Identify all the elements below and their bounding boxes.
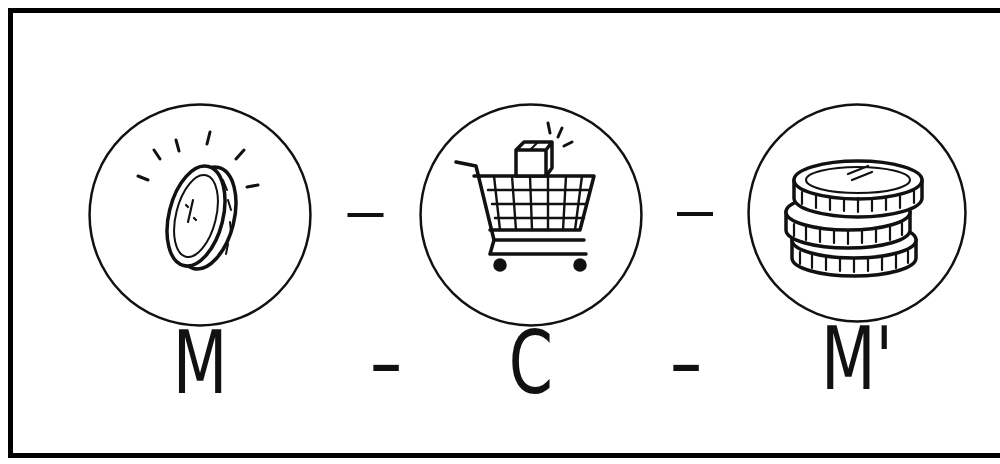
circle-shape: [421, 105, 642, 326]
node-label: C: [407, 319, 655, 407]
circle-node: M': [747, 103, 967, 323]
circle-outline: [419, 103, 643, 327]
circle-outline: [88, 103, 312, 327]
dash-label: –: [370, 318, 402, 406]
dash-label: –: [670, 318, 702, 406]
node-label: M: [76, 319, 324, 407]
circle-node: C: [419, 103, 643, 327]
circle-shape: [749, 105, 966, 322]
coin-stack: [786, 161, 922, 276]
single-coin: [138, 132, 258, 275]
node-label: M': [735, 315, 980, 403]
circle-shape: [90, 105, 311, 326]
dash-connector: [643, 212, 747, 216]
dash-connector: [312, 213, 419, 217]
circle-node: M: [88, 103, 312, 327]
shopping-cart: [456, 123, 594, 270]
circle-outline: [747, 103, 967, 323]
